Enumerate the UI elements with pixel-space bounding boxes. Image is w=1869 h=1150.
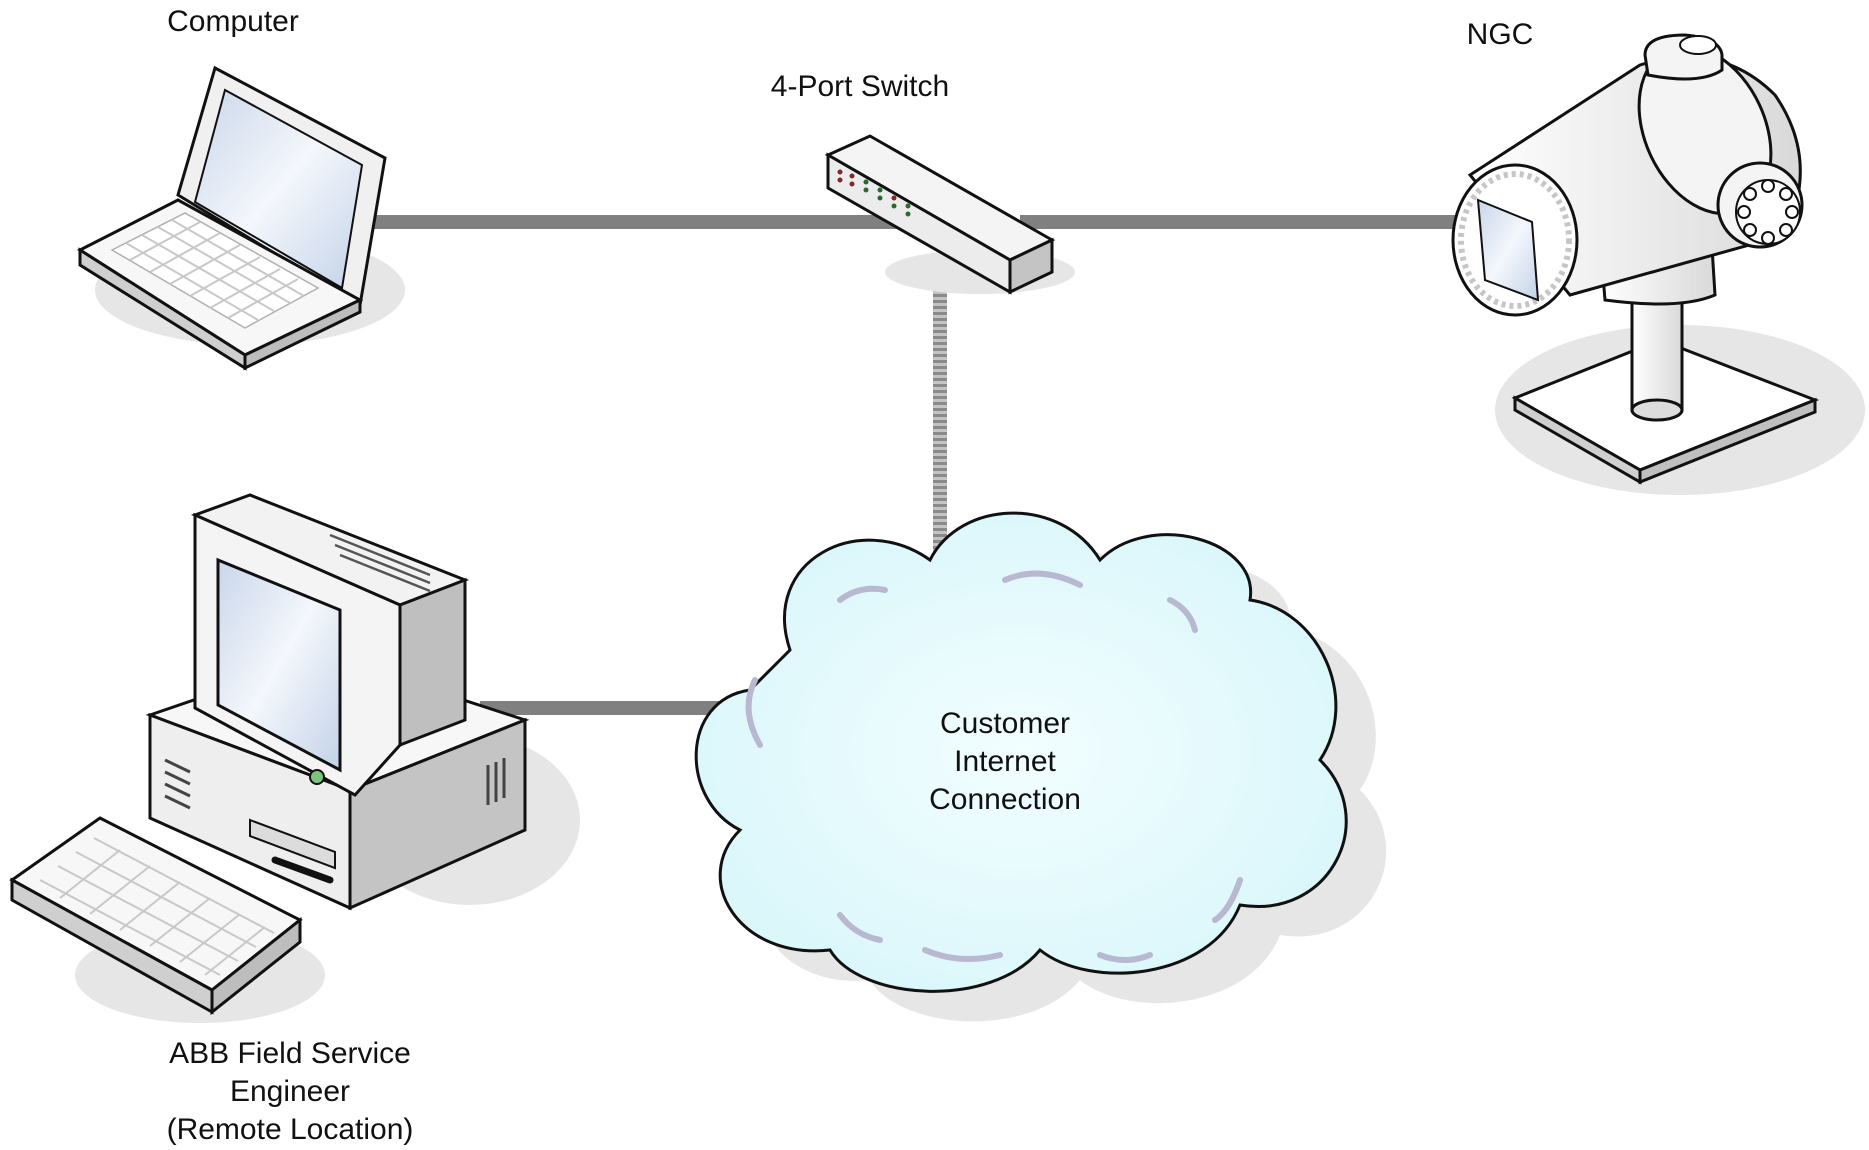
ngc-label: NGC <box>1466 18 1534 51</box>
cloud-label-line: Internet <box>954 745 1056 778</box>
cloud-label: Customer Internet Connection <box>905 705 1105 819</box>
port-holes <box>1737 179 1799 245</box>
laptop-icon <box>76 65 405 371</box>
cloud-icon <box>694 511 1387 1022</box>
switch-label: 4-Port Switch <box>770 70 950 103</box>
engineer-label-line: ABB Field Service <box>169 1037 411 1070</box>
cloud-label-line: Customer <box>939 707 1071 740</box>
cloud-label-line: Connection <box>929 783 1081 816</box>
engineer-label-line: (Remote Location) <box>166 1113 414 1146</box>
engineer-label: ABB Field Service Engineer (Remote Locat… <box>150 1035 430 1149</box>
computer-label: Computer <box>167 5 299 38</box>
links <box>365 215 1470 715</box>
gas-chromatograph-icon <box>1451 33 1865 495</box>
port-leds <box>837 169 911 217</box>
desktop-computer-icon <box>9 493 580 1023</box>
engineer-label-line: Engineer <box>229 1075 351 1108</box>
link-switch-cloud <box>933 258 947 590</box>
network-switch-icon <box>824 134 1075 295</box>
